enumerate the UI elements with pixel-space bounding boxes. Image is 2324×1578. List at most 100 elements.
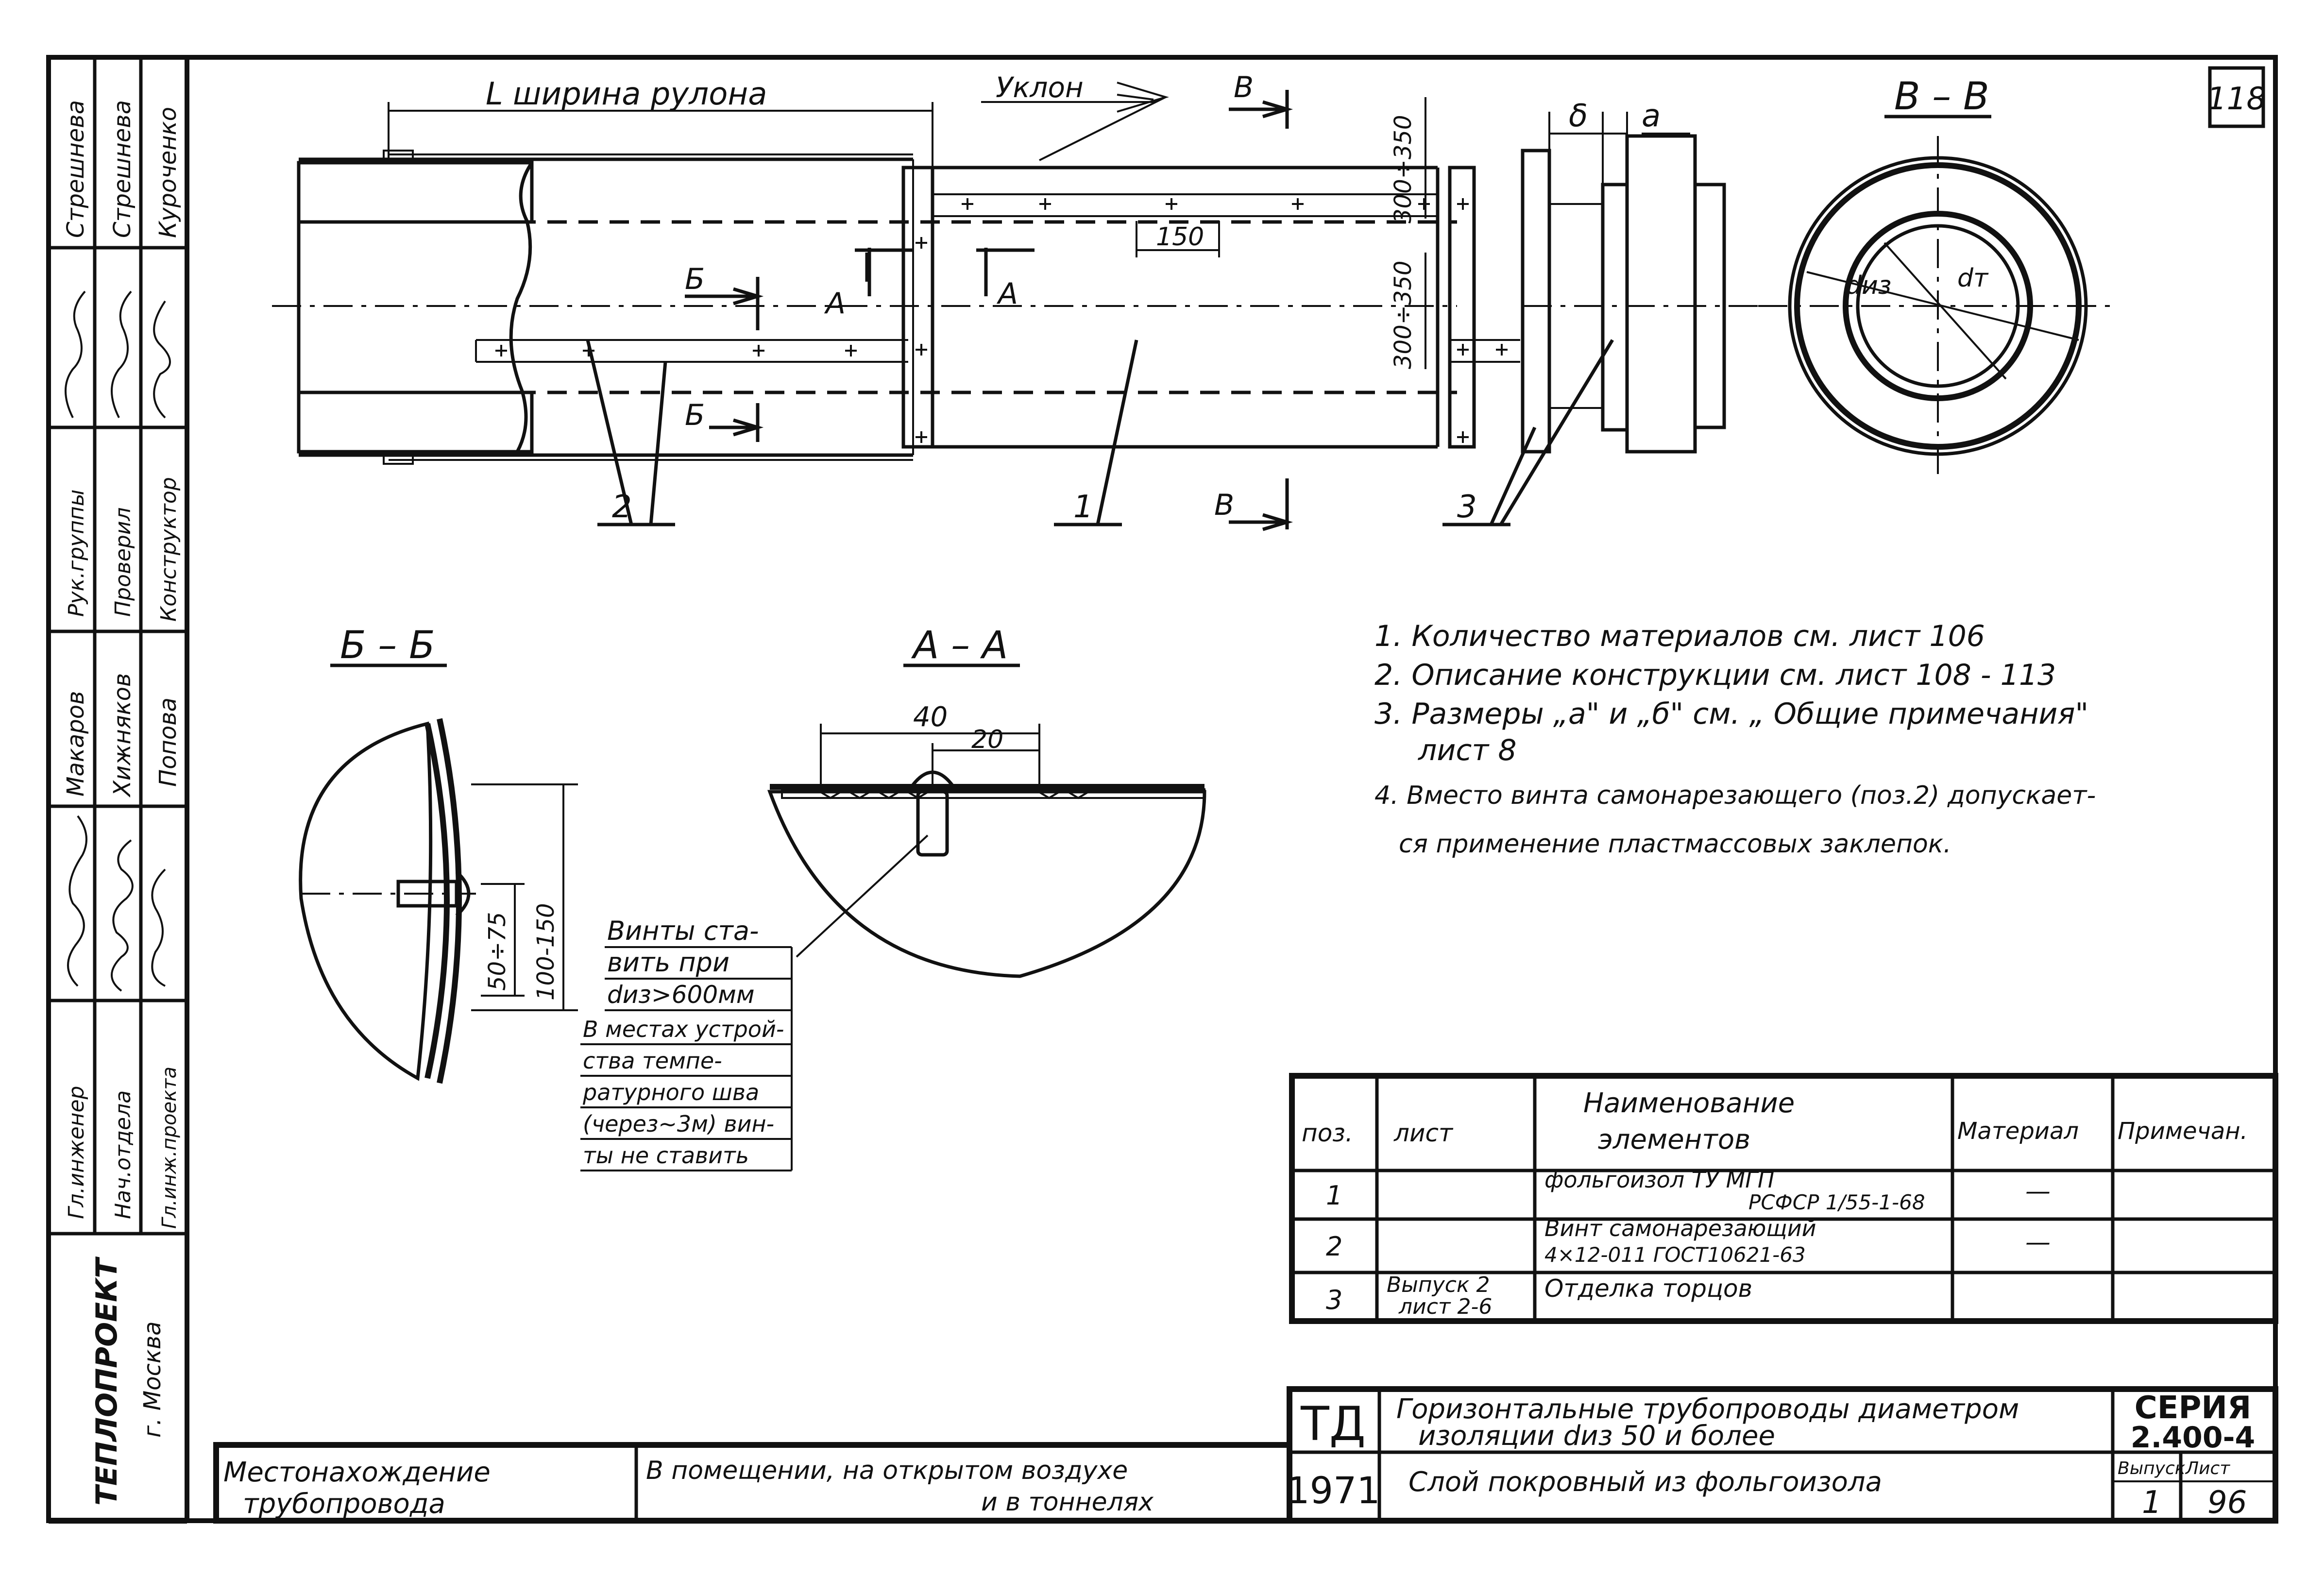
- section-vv: В – В dиз dт: [1758, 75, 2118, 476]
- issue-label: Выпуск: [2118, 1459, 2186, 1478]
- role-gl-engineer: Гл.инженер: [64, 1086, 89, 1219]
- name-khizhnyakov: Хижняков: [109, 673, 136, 798]
- svg-text:лист 2-6: лист 2-6: [1398, 1294, 1492, 1319]
- svg-text:вить при: вить при: [607, 947, 729, 978]
- slope-label: Уклон: [996, 71, 1084, 104]
- svg-text:ратурного шва: ратурного шва: [582, 1079, 759, 1105]
- svg-text:фольгоизол ТУ МГП: фольгоизол ТУ МГП: [1544, 1167, 1774, 1193]
- title-line-1: Горизонтальные трубопроводы диаметром: [1396, 1393, 2019, 1425]
- general-notes: 1. Количество материалов см. лист 106 2.…: [1374, 619, 2096, 859]
- svg-text:dиз>600мм: dиз>600мм: [607, 981, 755, 1009]
- sheet-label: Лист: [2185, 1459, 2230, 1478]
- svg-text:Наименование: Наименование: [1583, 1087, 1795, 1119]
- section-bb: Б – Б 100-150 50÷75: [299, 624, 578, 1084]
- svg-text:трубопровода: трубопровода: [243, 1488, 445, 1520]
- note-4: 4. Вместо винта самонарезающего (поз.2) …: [1374, 781, 2096, 810]
- svg-text:ты не ставить: ты не ставить: [583, 1142, 749, 1169]
- svg-text:2: 2: [1326, 1231, 1342, 1262]
- svg-text:(через~3м) вин-: (через~3м) вин-: [583, 1111, 774, 1137]
- signature-1: [65, 290, 86, 418]
- svg-text:и в тоннелях: и в тоннелях: [981, 1488, 1154, 1517]
- svg-text:элементов: элементов: [1598, 1124, 1750, 1155]
- section-a-label-left: А: [824, 287, 846, 321]
- issue-number: 1: [2142, 1485, 2162, 1521]
- svg-text:3: 3: [1326, 1285, 1342, 1315]
- aa-insulation: [767, 790, 1206, 978]
- dim-100-150: 100-150: [532, 903, 560, 1001]
- svg-text:Отделка торцов: Отделка торцов: [1544, 1274, 1752, 1303]
- a-label: а: [1642, 98, 1661, 134]
- insulation-top-left: [297, 161, 534, 224]
- svg-text:ства темпе-: ства темпе-: [583, 1048, 722, 1074]
- name-kurochenko: Куроченко: [154, 107, 182, 238]
- dim-50-75: 50÷75: [484, 912, 511, 991]
- role-group-lead: Рук.группы: [64, 490, 89, 617]
- insulation-bottom-left: [297, 390, 534, 454]
- signature-3: [153, 300, 171, 419]
- signature-5: [111, 839, 134, 992]
- section-b-label-bottom: Б: [685, 398, 705, 432]
- signature-4: [67, 815, 87, 987]
- sheet-number: 118: [2207, 81, 2266, 117]
- year: 1971: [1286, 1469, 1380, 1512]
- aa-screw: [916, 790, 949, 857]
- callout-3: 3: [1457, 489, 1477, 525]
- svg-text:Винты ста-: Винты ста-: [607, 916, 759, 946]
- signature-6: [151, 868, 166, 987]
- side-stamp: Гл.инженер Нач.отдела Гл.инж.проекта Рук…: [49, 57, 187, 1506]
- section-v-label-top: В: [1234, 70, 1254, 104]
- note-3-cont: лист 8: [1418, 733, 1517, 767]
- name-makarov: Макаров: [62, 691, 89, 797]
- name-streshneva-2: Стрешнева: [109, 100, 136, 238]
- svg-text:Выпуск 2: Выпуск 2: [1387, 1273, 1490, 1297]
- sheet-value: 96: [2207, 1485, 2247, 1521]
- svg-text:—: —: [2025, 1177, 2051, 1206]
- signature-2: [111, 290, 132, 418]
- name-popova: Попова: [154, 697, 182, 787]
- roll-width-label: L ширина рулона: [486, 76, 767, 112]
- break-line: [509, 162, 533, 453]
- callout-2-leader: [586, 339, 675, 526]
- role-gip: Гл.инж.проекта: [158, 1067, 181, 1229]
- screw-marks: [495, 198, 1508, 443]
- svg-text:Местонахождение: Местонахождение: [223, 1457, 491, 1488]
- svg-text:1: 1: [1326, 1180, 1342, 1211]
- section-v-label-bottom: В: [1214, 488, 1234, 522]
- flange-a: [1601, 183, 1629, 432]
- section-a-label-right: А: [996, 277, 1018, 311]
- dim-150: 150: [1156, 222, 1204, 252]
- callout-3-leader: [1442, 339, 1614, 526]
- role-head-dept: Нач.отдела: [111, 1090, 136, 1219]
- spec-table: поз. лист Наименование элементов Материа…: [1289, 1073, 2278, 1324]
- dim-20: 20: [971, 725, 1003, 754]
- bb-screw: [396, 880, 458, 908]
- role-checked: Проверил: [111, 507, 136, 617]
- dim-40: 40: [913, 701, 948, 733]
- title-block: ТД 1971 Горизонтальные трубопроводы диам…: [1286, 1386, 2278, 1524]
- flange-outer: [1625, 134, 1697, 454]
- location-block: Местонахождение трубопровода В помещении…: [213, 1442, 1292, 1524]
- dim-300-350-top: 300÷350: [1390, 115, 1417, 223]
- d-iz-label: dиз: [1846, 271, 1891, 300]
- svg-text:Примечан.: Примечан.: [2118, 1118, 2248, 1145]
- title-line-2: изоляции dиз 50 и более: [1418, 1420, 1775, 1452]
- role-designer: Конструктор: [156, 477, 181, 622]
- d-t-label: dт: [1957, 264, 1989, 293]
- note-2: 2. Описание конструкции см. лист 108 - 1…: [1374, 658, 2056, 692]
- pipe-plan-view: L ширина рулона Уклон В В Б Б А А 150 30…: [272, 70, 1758, 531]
- dim-300-350-bottom: 300÷350: [1390, 261, 1417, 369]
- bb-insulation: [299, 721, 433, 1081]
- organization: ТЕПЛОПРОЕКТ: [90, 1256, 124, 1506]
- city: г. Москва: [139, 1321, 166, 1438]
- svg-text:4×12-011 ГОСТ10621-63: 4×12-011 ГОСТ10621-63: [1544, 1243, 1806, 1267]
- callout-2: 2: [612, 489, 632, 525]
- svg-text:В местах устрой-: В местах устрой-: [583, 1016, 784, 1042]
- svg-text:Винт самонарезающий: Винт самонарезающий: [1544, 1215, 1816, 1241]
- series-number: 2.400-4: [2131, 1421, 2255, 1455]
- joint-overlap: [901, 166, 934, 449]
- section-aa: А – А 40 20: [767, 624, 1206, 978]
- svg-text:поз.: поз.: [1302, 1119, 1353, 1147]
- svg-text:лист: лист: [1393, 1119, 1454, 1147]
- section-bb-title: Б – Б: [340, 624, 435, 667]
